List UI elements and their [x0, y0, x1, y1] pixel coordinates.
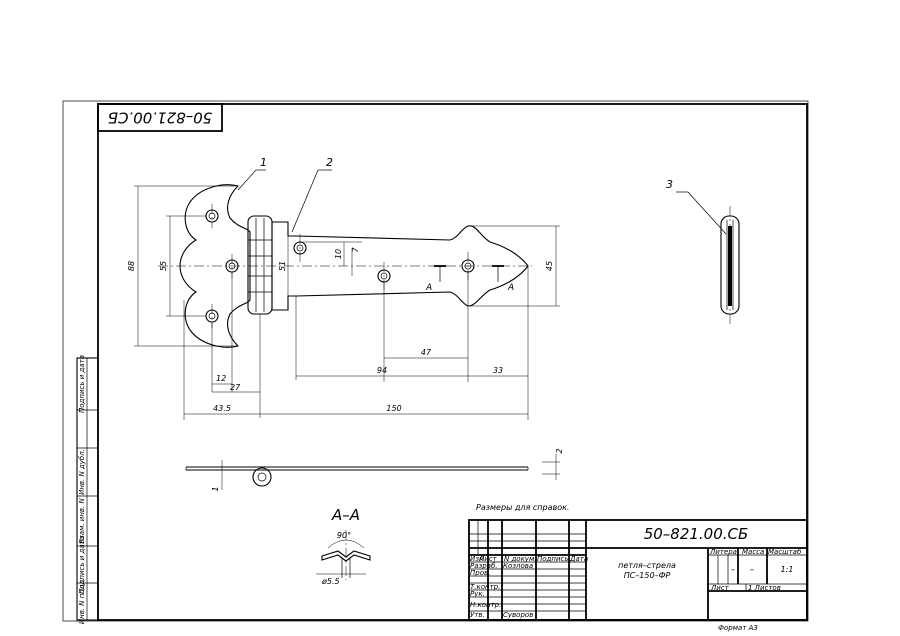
dim-51: 51 — [278, 261, 287, 271]
reference-note: Размеры для справок. — [476, 503, 569, 512]
cut-mark-left: А — [425, 283, 432, 293]
dimensions: 88 55 51 10 7 45 47 94 33 — [127, 185, 560, 420]
dim-47: 47 — [421, 348, 432, 357]
dim-88: 88 — [127, 261, 136, 271]
side-strip: Инв. N подл. Подпись и дата Взам. инв. N… — [76, 355, 99, 624]
name-razrab: Козлова — [503, 562, 533, 570]
hinge-main-view: А А 1 2 — [158, 156, 532, 348]
role-ruk: Рук. — [470, 590, 485, 598]
sheet-label: Лист — [710, 584, 730, 592]
col-masshtab: Масштаб — [768, 548, 802, 556]
pin-part-3: 3 — [666, 178, 740, 324]
hdr-list: Лист — [478, 555, 498, 563]
role-nkontr: Н.контр. — [470, 601, 501, 609]
leaf-part-1 — [179, 184, 251, 348]
title-block: 50–821.00.СБ петля–стрела ПС–150–ФР Лите… — [468, 519, 808, 621]
hdr-podpis: Подпись — [537, 555, 569, 563]
sheet-dash: – — [731, 565, 735, 574]
strip-label-3: Взам. инв. N — [78, 497, 86, 543]
dim-1: 1 — [211, 486, 220, 491]
hdr-data: Дата — [569, 555, 588, 563]
sheets-label: 1 Листов — [748, 584, 781, 592]
callout-2: 2 — [326, 156, 333, 169]
dim-27: 27 — [230, 383, 241, 392]
dim-7: 7 — [351, 247, 360, 253]
name-utv: Суворов — [503, 611, 533, 619]
massa-dash: – — [750, 565, 754, 574]
dim-5-5: ø5.5 — [321, 577, 340, 586]
hdr-dokum: N докум. — [504, 555, 536, 563]
strip-label-5: Подпись и дата — [78, 355, 86, 413]
dim-150: 150 — [386, 404, 401, 413]
drawing-code: 50–821.00.СБ — [644, 525, 749, 543]
strip-label-4: Инв. N дубл. — [78, 449, 86, 495]
title-line-2: ПС–150–ФР — [624, 571, 671, 580]
dim-43-5: 43.5 — [213, 404, 231, 413]
dim-12: 12 — [216, 374, 226, 383]
section-label: А–А — [331, 506, 360, 524]
dim-10: 10 — [334, 249, 343, 259]
dim-94: 94 — [377, 366, 387, 375]
role-razrab: Разраб. — [470, 562, 498, 570]
format-label: Формат А3 — [718, 624, 758, 632]
role-tkontr: Т.контр. — [470, 583, 500, 591]
strip-label-1: Инв. N подл. — [78, 578, 86, 624]
title-line-1: петля–стрела — [618, 561, 676, 570]
rotated-code-box — [97, 103, 223, 132]
section-a-a: А–А 90° ø5.5 — [316, 506, 371, 586]
rotated-drawing-code: 50–821.00.СБ — [108, 109, 213, 127]
scale-value: 1:1 — [781, 565, 794, 574]
hdr-izm: Изм — [470, 555, 485, 563]
outer-frame — [62, 100, 809, 622]
cut-mark-right: А — [507, 283, 514, 293]
callout-3: 3 — [666, 178, 673, 191]
dim-45: 45 — [545, 261, 554, 271]
dim-90: 90° — [337, 531, 351, 540]
dim-2: 2 — [555, 448, 564, 453]
role-prov: Пров. — [470, 569, 490, 577]
hinge-side-view: 2 1 — [185, 448, 564, 492]
callout-1: 1 — [260, 156, 267, 169]
col-massa: Масса — [742, 548, 764, 556]
role-utv: Утв. — [470, 611, 485, 619]
strip-label-2: Подпись и дата — [78, 536, 86, 594]
dim-55: 55 — [159, 261, 168, 271]
dim-33: 33 — [493, 366, 503, 375]
col-litera: Литера — [709, 548, 737, 556]
